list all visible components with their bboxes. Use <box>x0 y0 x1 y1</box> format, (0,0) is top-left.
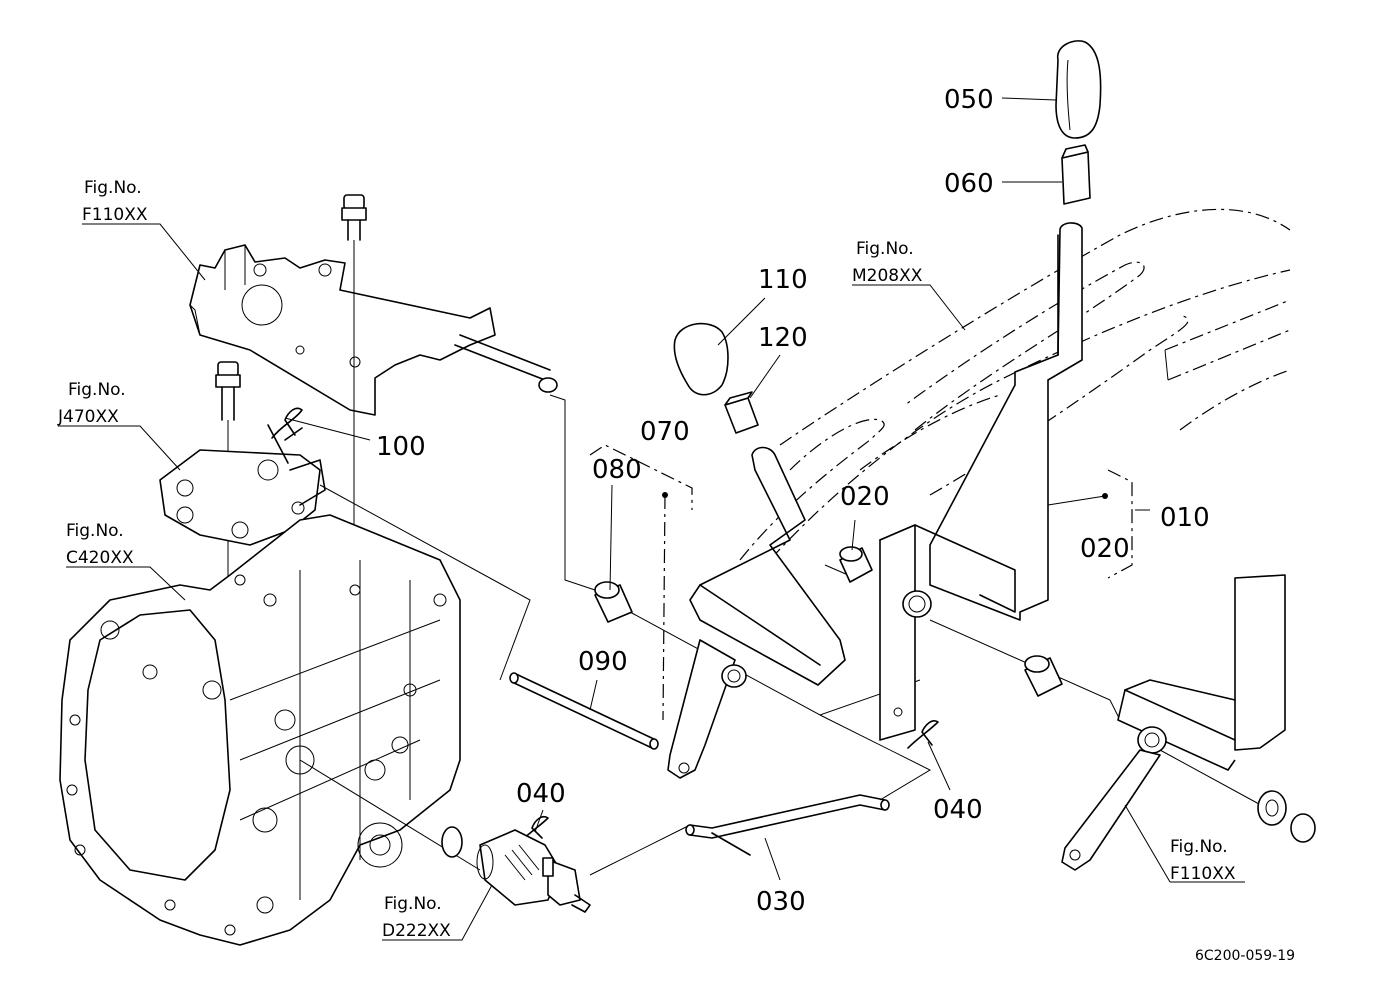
callout-numbers: 050 060 110 120 100 070 080 020 020 010 … <box>376 85 1210 917</box>
callout-040-right: 040 <box>933 795 983 825</box>
fig-label-f110-bottom: Fig.No. <box>1170 837 1228 857</box>
fig-ref-f110-bottom: F110XX <box>1170 864 1236 884</box>
pin-clip-040-left <box>519 815 549 843</box>
lever-070 <box>667 446 846 779</box>
callout-bracket-010-020 <box>1047 469 1133 579</box>
transmission-case <box>59 514 461 946</box>
callout-070: 070 <box>640 417 690 447</box>
bushing-020-a <box>839 546 873 583</box>
callout-bracket-070-080 <box>589 444 693 721</box>
callout-leaders <box>534 97 1150 881</box>
fig-ref-f110-top: F110XX <box>82 205 148 225</box>
callout-030: 030 <box>756 887 806 917</box>
upper-bracket-plate <box>189 244 558 416</box>
fig-ref-d222: D222XX <box>382 921 451 941</box>
knob-050 <box>1055 40 1102 139</box>
grip-120 <box>724 391 759 434</box>
callout-050: 050 <box>944 85 994 115</box>
fig-label-m208: Fig.No. <box>856 239 914 259</box>
fig-ref-c420: C420XX <box>66 548 134 568</box>
callout-010: 010 <box>1160 503 1210 533</box>
pin-clip-040-right <box>907 720 939 749</box>
callout-110: 110 <box>758 265 808 295</box>
figure-references: Fig.No. F110XX Fig.No. J470XX Fig.No. C4… <box>57 178 1236 941</box>
fig-label-d222: Fig.No. <box>384 894 442 914</box>
lever-010 <box>879 222 1083 741</box>
callout-040-left: 040 <box>516 779 566 809</box>
fig-ref-j470: J470XX <box>57 407 119 427</box>
callout-060: 060 <box>944 169 994 199</box>
bushing-080 <box>594 581 633 623</box>
callout-020-b: 020 <box>1080 534 1130 564</box>
valve-cylinder <box>441 826 591 913</box>
callout-080: 080 <box>592 455 642 485</box>
drawing-code: 6C200-059-19 <box>1195 948 1295 964</box>
callout-120: 120 <box>758 323 808 353</box>
bushing-020-b <box>1024 655 1063 697</box>
callout-100: 100 <box>376 432 426 462</box>
fig-label-j470: Fig.No. <box>68 380 126 400</box>
callout-090: 090 <box>578 647 628 677</box>
fig-label-c420: Fig.No. <box>66 521 124 541</box>
rod-090 <box>509 672 659 750</box>
fig-label-f110-top: Fig.No. <box>84 178 142 198</box>
callout-020-a: 020 <box>840 482 890 512</box>
knob-110 <box>673 322 729 396</box>
pin-clip-100 <box>271 407 371 441</box>
lower-right-lever <box>1061 574 1316 871</box>
fig-ref-m208: M208XX <box>852 266 923 286</box>
grip-060 <box>1061 144 1091 205</box>
figure-reference-leaders <box>58 223 1245 941</box>
rod-030 <box>685 794 890 856</box>
